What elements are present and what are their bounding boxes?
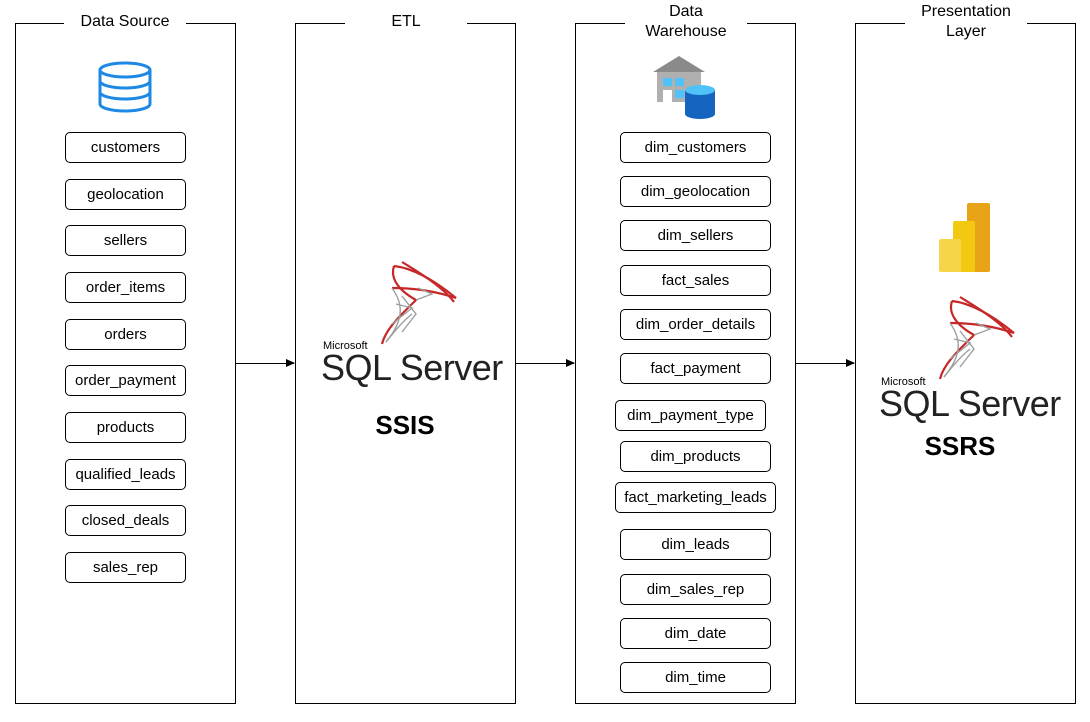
source-table-0: customers [65,132,186,163]
presentation-tool-label: SSRS [924,431,996,461]
arrow-source-to-etl [236,359,295,367]
warehouse-table-10: dim_sales_rep [620,574,771,605]
panel-presentation-layer [855,23,1076,704]
source-table-2: sellers [65,225,186,256]
power-bi-icon [939,203,990,272]
panel-title-data-source: Data Source [64,12,186,32]
presentation-title-line1: Presentation [921,3,1011,20]
panel-title-data-warehouse: Data Warehouse [625,2,747,42]
sql-server-swoosh-icon-presentation [938,296,1015,380]
presentation-title-line2: Layer [945,23,987,40]
source-table-3: order_items [65,272,186,303]
source-table-4: orders [65,319,186,350]
warehouse-table-0: dim_customers [620,132,771,163]
presentation-logo-sql-server: SQL Server [879,383,1061,424]
database-icon [98,61,152,113]
data-warehouse-icon [653,56,715,119]
warehouse-title-line2: Warehouse [645,23,727,40]
warehouse-table-2: dim_sellers [620,220,771,251]
source-table-8: closed_deals [65,505,186,536]
warehouse-table-11: dim_date [620,618,771,649]
warehouse-table-7: dim_products [620,441,771,472]
warehouse-title-line1: Data [669,3,703,20]
panel-title-etl: ETL [345,12,467,32]
warehouse-table-4: dim_order_details [620,309,771,340]
etl-tool-label: SSIS [375,410,435,440]
source-table-1: geolocation [65,179,186,210]
presentation-logo-microsoft: Microsoft [881,376,926,388]
source-table-9: sales_rep [65,552,186,583]
warehouse-table-3: fact_sales [620,265,771,296]
warehouse-table-8: fact_marketing_leads [615,482,776,513]
arrow-etl-to-warehouse [516,359,575,367]
panel-title-presentation-layer: Presentation Layer [905,2,1027,42]
sql-server-swoosh-icon [380,261,457,345]
source-table-7: qualified_leads [65,459,186,490]
warehouse-table-1: dim_geolocation [620,176,771,207]
arrow-warehouse-to-presentation [796,359,855,367]
panel-etl [295,23,516,704]
source-table-5: order_payment [65,365,186,396]
etl-logo-sql-server: SQL Server [321,347,503,388]
warehouse-table-9: dim_leads [620,529,771,560]
source-table-6: products [65,412,186,443]
warehouse-table-5: fact_payment [620,353,771,384]
etl-logo-microsoft: Microsoft [323,340,368,352]
panel-data-source [15,23,236,704]
warehouse-table-6: dim_payment_type [615,400,766,431]
warehouse-table-12: dim_time [620,662,771,693]
